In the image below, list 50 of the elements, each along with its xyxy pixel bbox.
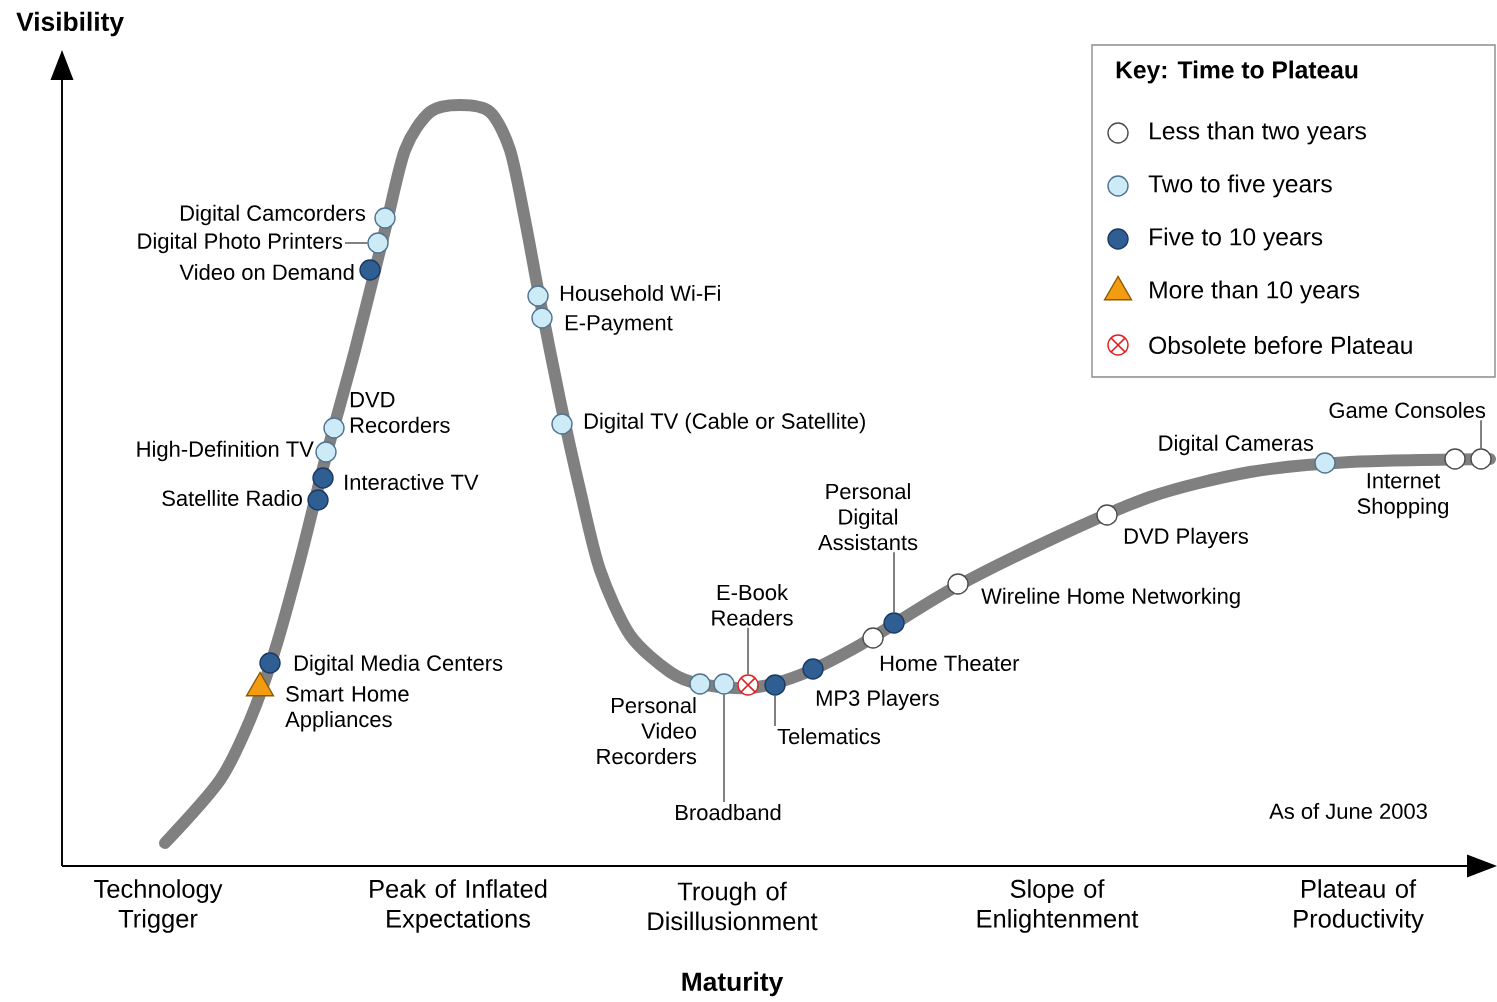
plot-marker: [764, 674, 786, 696]
item-label: E-Book Readers: [712, 584, 793, 626]
item-label: Personal Digital Assistants: [818, 483, 918, 551]
item-label: Personal Video Recorders: [597, 697, 697, 765]
phase-label: Plateau of Productivity: [1294, 879, 1424, 933]
leader-line: [723, 694, 725, 803]
legend-text: Two to five years: [1148, 174, 1332, 198]
item-label: Telematics: [777, 728, 881, 745]
item-label: Wireline Home Networking: [981, 587, 1240, 609]
item-label: Digital Photo Printers: [138, 232, 343, 254]
item-label: Digital Camcorders: [180, 204, 366, 226]
item-label: Game Consoles: [1329, 401, 1486, 419]
legend-text: Obsolete before Plateau: [1149, 335, 1412, 355]
leader-line: [344, 242, 368, 244]
phase-label: Peak of Inflated Expectations: [370, 879, 547, 933]
leader-line: [774, 695, 776, 727]
plot-marker: [883, 612, 905, 634]
item-label: High-Definition TV: [137, 440, 314, 462]
plot-marker: [713, 673, 735, 695]
legend-text: More than 10 years: [1150, 280, 1360, 304]
item-label: DVD Recorders: [350, 392, 450, 433]
leader-line: [747, 627, 749, 675]
legend-text: Less than two years: [1150, 121, 1366, 145]
item-label: Broadband: [676, 804, 781, 821]
axis-label: Visibility: [16, 11, 124, 37]
plot-marker: [367, 232, 389, 254]
item-label: Interactive TV: [345, 473, 479, 491]
legend-heading: Key: Time to Plateau: [1116, 60, 1358, 84]
item-label: Satellite Radio: [162, 489, 302, 507]
note-text: As of June 2003: [1269, 802, 1427, 820]
phase-label: Slope of Enlightenment: [977, 879, 1139, 933]
item-label: Smart Home Appliances: [285, 686, 409, 732]
phase-label: Technology Trigger: [94, 879, 223, 933]
phase-label: Trough of Disillusionment: [648, 881, 818, 931]
item-label: Household Wi-Fi: [560, 284, 720, 302]
item-label: Home Theater: [880, 654, 1020, 672]
plot-marker: [1470, 448, 1492, 470]
item-label: Digital Media Centers: [294, 654, 503, 676]
item-label: Digital Cameras: [1159, 434, 1314, 456]
item-label: Video on Demand: [179, 263, 354, 281]
item-label: E-Payment: [565, 315, 673, 335]
item-label: Digital TV (Cable or Satellite): [584, 412, 865, 434]
leader-line: [893, 551, 895, 613]
plot-marker: [737, 674, 759, 696]
item-label: DVD Players: [1124, 527, 1249, 549]
item-label: MP3 Players: [816, 689, 939, 711]
legend-text: Five to 10 years: [1150, 227, 1323, 251]
item-label: Internet Shopping: [1357, 473, 1448, 519]
leader-line: [1480, 419, 1482, 449]
axis-label: Maturity: [682, 971, 784, 997]
